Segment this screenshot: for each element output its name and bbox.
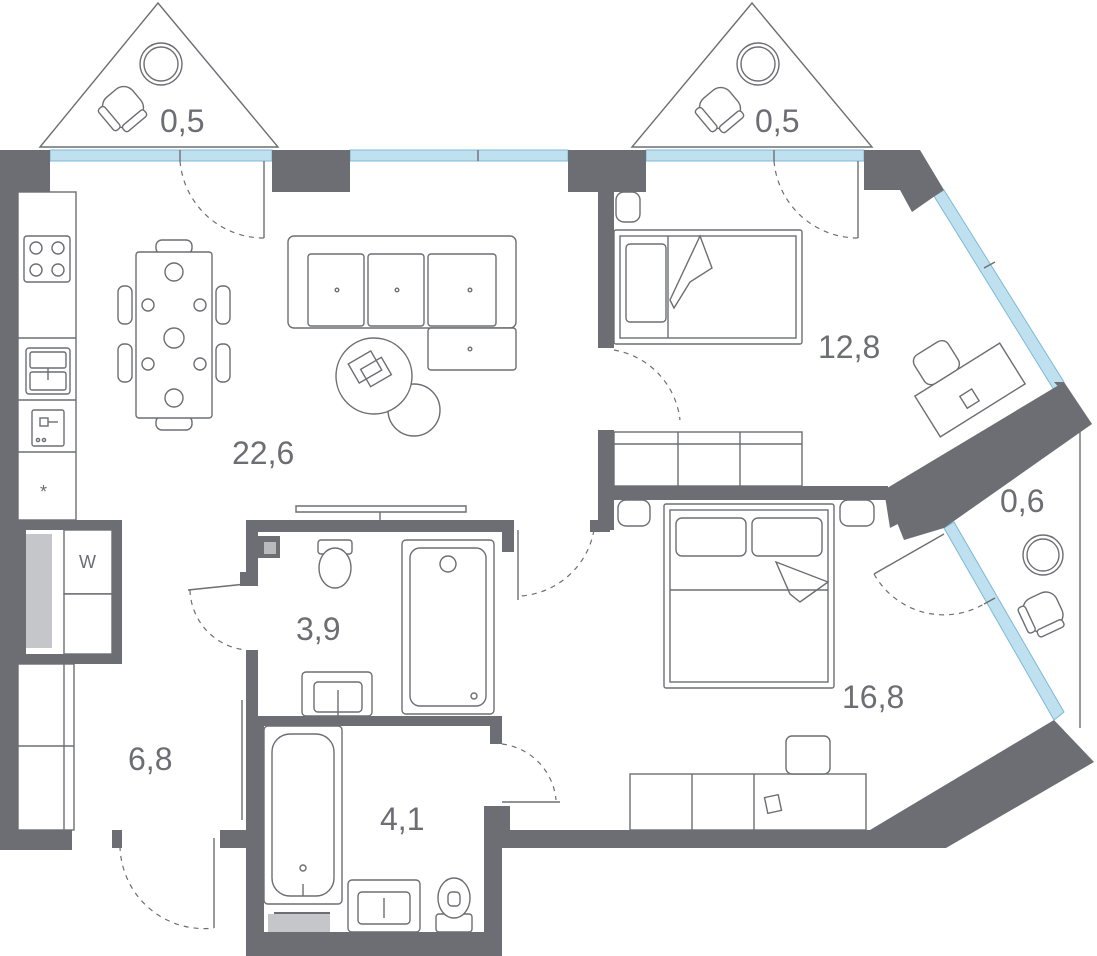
- round-table-icon: [1022, 534, 1064, 576]
- bathtub-icon: [263, 725, 343, 905]
- kitchen-counter: *: [17, 191, 77, 521]
- oven-icon: [31, 409, 65, 447]
- balcony-small: [1017, 430, 1081, 728]
- fridge-mark: *: [40, 482, 47, 502]
- area-balcony-left: 0,5: [160, 103, 204, 139]
- walls: [0, 150, 1094, 956]
- balcony-left: [38, 1, 280, 148]
- area-bathroom-upper: 3,9: [296, 611, 340, 647]
- room-labels: 0,5 0,5 12,8 22,6 0,6 3,9 16,8 6,8 4,1: [128, 103, 1044, 837]
- area-balcony-right: 0,5: [755, 103, 799, 139]
- bed-icon: [613, 191, 803, 345]
- area-balcony-small: 0,6: [1000, 483, 1044, 519]
- sink-icon: [25, 347, 71, 395]
- washer-icon: W: [63, 529, 113, 655]
- area-bedroom-small: 12,8: [818, 329, 880, 365]
- hob-icon: [23, 235, 71, 283]
- washer-mark: W: [79, 552, 96, 572]
- round-table-icon: [139, 42, 183, 86]
- dining-table-icon: [117, 239, 231, 431]
- area-living-kitchen: 22,6: [232, 435, 294, 471]
- area-hallway: 6,8: [128, 741, 172, 777]
- armchair-icon: [97, 85, 148, 133]
- armchair-icon: [1017, 591, 1065, 638]
- sofa-icon: [287, 235, 517, 437]
- area-bedroom-large: 16,8: [842, 679, 904, 715]
- sink-icon: [347, 879, 421, 933]
- round-table-icon: [736, 42, 780, 86]
- sink-icon: [301, 671, 373, 717]
- desk-icon: [912, 339, 1027, 438]
- hall-closet-icon: [17, 663, 75, 831]
- armchair-icon: [694, 86, 745, 134]
- windows: [49, 149, 1065, 721]
- area-bathroom-lower: 4,1: [380, 801, 424, 837]
- dresser-icon: [629, 735, 867, 831]
- doors: [119, 160, 985, 930]
- balcony-right: [630, 1, 874, 148]
- bathtub-icon: [401, 539, 495, 715]
- toilet-icon: [435, 877, 473, 933]
- wardrobe-icon: [613, 431, 803, 487]
- toilet-icon: [317, 539, 353, 589]
- double-bed-icon: [617, 499, 875, 689]
